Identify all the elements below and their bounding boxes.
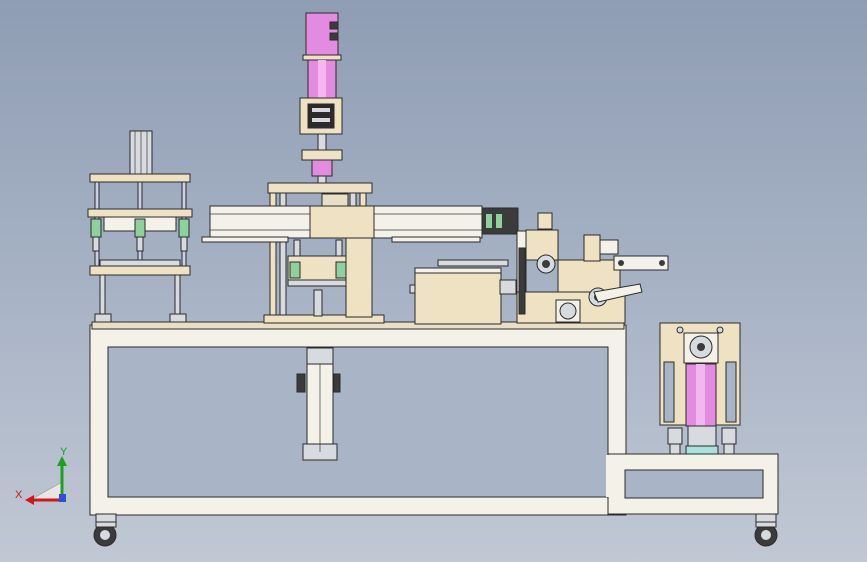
main-frame <box>89 321 779 516</box>
right-drive-unit <box>659 322 741 455</box>
feeder-assembly <box>516 212 669 324</box>
axis-triad: Y X <box>15 446 68 505</box>
horizontal-linear-module <box>201 205 519 243</box>
center-gantry <box>263 182 385 324</box>
x-axis-label: X <box>15 489 23 501</box>
caster-right <box>754 513 778 547</box>
y-axis-label: Y <box>60 446 68 458</box>
left-press-station <box>87 130 193 323</box>
control-box <box>409 259 517 325</box>
vertical-motor-assembly <box>299 12 343 191</box>
caster-left <box>93 513 117 547</box>
under-table-cylinder <box>296 347 341 461</box>
